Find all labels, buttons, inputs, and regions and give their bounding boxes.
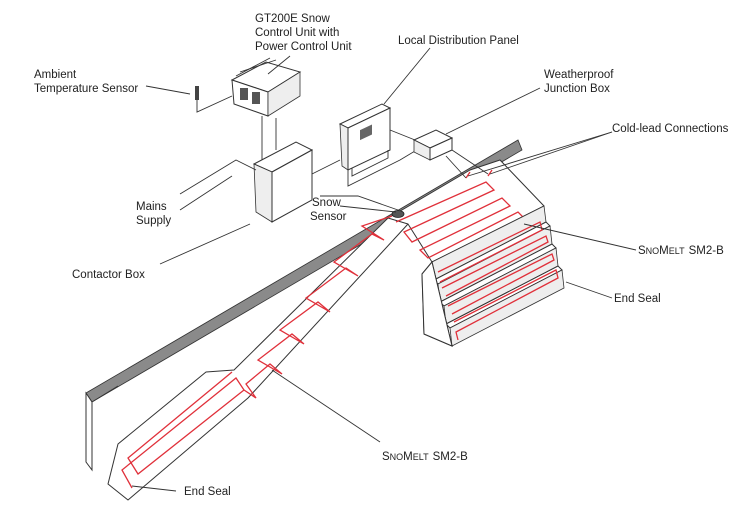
ramp-surface [107, 159, 545, 501]
mains-label-line1: Mains [136, 201, 167, 213]
snow-sensor-label-line2: Sensor [310, 211, 347, 223]
ambient-temperature-sensor [195, 86, 233, 113]
leader-lines [131, 47, 637, 492]
mains-label-line2: Supply [136, 215, 171, 227]
junction-label-line1: Weatherproof [544, 69, 614, 81]
end-seal-label-bottom: End Seal [184, 486, 231, 498]
end-seal-label-right: End Seal [614, 293, 661, 305]
distribution-panel-label: Local Distribution Panel [398, 35, 519, 47]
ambient-label-line1: Ambient [34, 69, 77, 81]
contactor-box [252, 141, 314, 223]
cold-lead-label: Cold-lead Connections [612, 123, 729, 135]
labels: GT200E Snow Control Unit with Power Cont… [34, 13, 729, 498]
weatherproof-junction-box [412, 129, 489, 179]
controller-label-line1: GT200E Snow [255, 13, 330, 25]
heating-cable-landing [395, 169, 528, 263]
ambient-label-line2: Temperature Sensor [34, 83, 138, 95]
controller-label-line3: Power Control Unit [255, 41, 352, 53]
contactor-box-label: Contactor Box [72, 269, 145, 281]
gt200e-controller [230, 57, 302, 117]
controller-label-line2: Control Unit with [255, 27, 339, 39]
controller-wiring [261, 116, 277, 160]
snow-sensor-label-line1: Snow [312, 197, 341, 209]
heating-cable-stairs [437, 221, 559, 341]
mains-supply-line [159, 159, 257, 265]
local-distribution-panel [338, 103, 392, 177]
junction-label-line2: Junction Box [544, 83, 610, 95]
heating-cable-ramp [121, 215, 393, 489]
